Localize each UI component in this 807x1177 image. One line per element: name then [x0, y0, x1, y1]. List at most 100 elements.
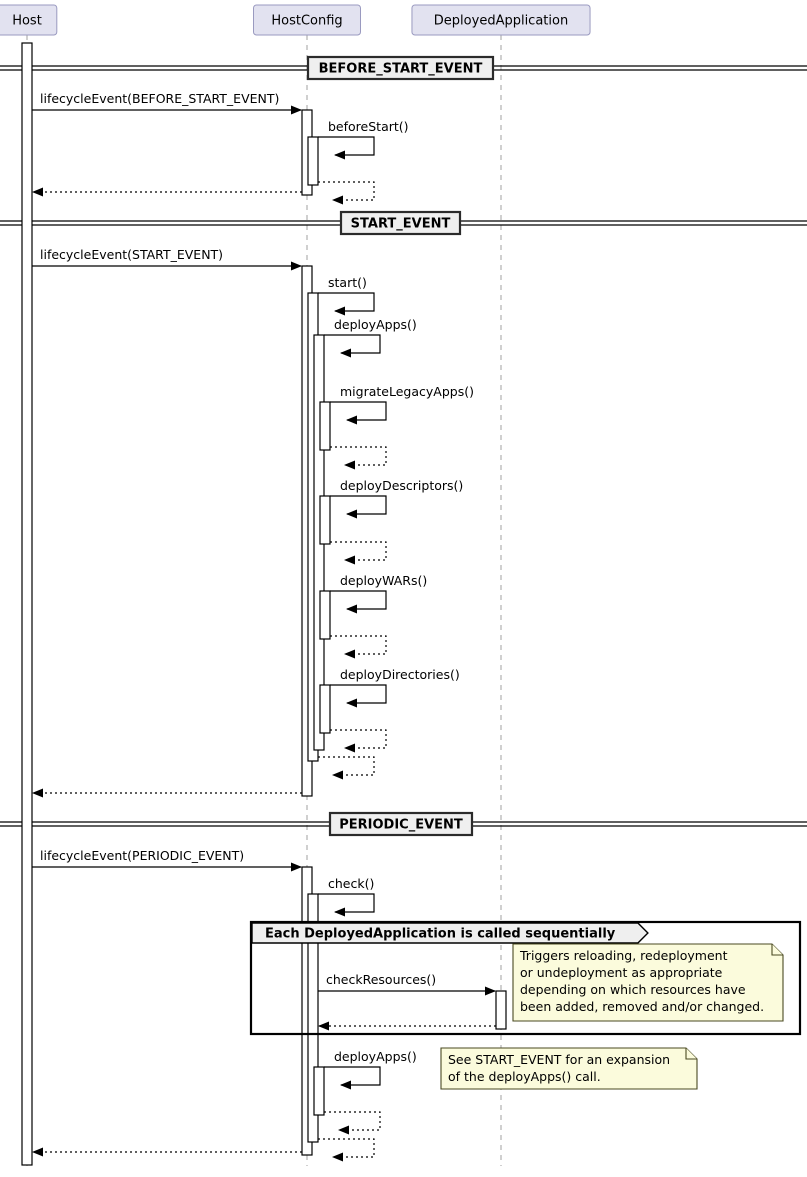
- message-label-17: lifecycleEvent(PERIODIC_EVENT): [40, 848, 244, 863]
- message-path-15: [318, 756, 375, 780]
- message-13: deployDirectories(): [330, 667, 460, 708]
- message-18: check(): [318, 876, 375, 917]
- note-deployapps-body: [440, 1047, 698, 1090]
- activation-host: [21, 42, 33, 1166]
- message-label-7: migrateLegacyApps(): [340, 384, 474, 399]
- group-frame-0: Each DeployedApplication is called seque…: [249, 920, 802, 1036]
- note-checkresources-fold: [771, 944, 783, 956]
- message-path-5: [318, 292, 375, 316]
- message-19: checkResources(): [318, 972, 496, 996]
- message-4: lifecycleEvent(START_EVENT): [32, 247, 302, 271]
- message-path-7: [330, 401, 387, 425]
- participant-label-hostconfig: HostConfig: [271, 14, 342, 29]
- divider-box-2: [328, 811, 474, 837]
- divider-label-2: PERIODIC_EVENT: [339, 818, 463, 833]
- message-path-14: [330, 729, 387, 753]
- activation-deployedapp-checkresources: [495, 990, 507, 1030]
- dividers-layer: BEFORE_START_EVENT START_EVENT PERIODIC_EV…: [0, 55, 807, 837]
- group-border-0: [249, 920, 802, 1036]
- message-label-6: deployApps(): [334, 317, 417, 332]
- groups-layer: Each DeployedApplication is called seque…: [249, 920, 802, 1036]
- note-checkresources-line-1: or undeployment as appropriate: [520, 965, 723, 980]
- message-path-18: [318, 893, 375, 917]
- note-checkresources: Triggers reloading, redeployment or undep…: [512, 943, 784, 1022]
- message-path-22: [324, 1111, 381, 1135]
- message-path-11: [330, 590, 387, 614]
- message-21: deployApps(): [324, 1049, 417, 1090]
- message-6: deployApps(): [324, 317, 417, 358]
- message-label-18: check(): [328, 876, 374, 891]
- divider-box-0: [306, 55, 495, 81]
- participant-label-deployedapp: DeployedApplication: [434, 14, 568, 29]
- message-path-10: [330, 541, 387, 565]
- message-path-13: [330, 684, 387, 708]
- message-label-19: checkResources(): [326, 972, 436, 987]
- participant-heads-layer: Host HostConfig DeployedApplication: [0, 4, 591, 36]
- note-checkresources-line-3: been added, removed and/or changed.: [520, 999, 764, 1014]
- message-5: start(): [318, 275, 375, 316]
- activation-hostconfig-check: [307, 893, 319, 1143]
- note-checkresources-body: [512, 943, 784, 1022]
- message-1: beforeStart(): [318, 119, 409, 160]
- message-label-1: beforeStart(): [328, 119, 409, 134]
- activation-hostconfig-deploywars: [319, 590, 331, 640]
- message-path-9: [330, 495, 387, 519]
- divider-0: BEFORE_START_EVENT: [0, 55, 807, 81]
- message-path-6: [324, 334, 381, 358]
- divider-1: START_EVENT: [0, 210, 807, 236]
- message-14: [330, 729, 387, 753]
- participant-hostconfig: HostConfig: [253, 4, 361, 36]
- message-12: [330, 635, 387, 659]
- message-label-9: deployDescriptors(): [340, 478, 463, 493]
- activation-hostconfig-deploydescriptors: [319, 495, 331, 545]
- message-label-4: lifecycleEvent(START_EVENT): [40, 247, 223, 262]
- message-9: deployDescriptors(): [330, 478, 463, 519]
- note-deployapps-line-0: See START_EVENT for an expansion: [448, 1052, 670, 1067]
- message-22: [324, 1111, 381, 1135]
- message-0: lifecycleEvent(BEFORE_START_EVENT): [32, 91, 302, 115]
- message-path-12: [330, 635, 387, 659]
- message-11: deployWARs(): [330, 573, 427, 614]
- message-17: lifecycleEvent(PERIODIC_EVENT): [32, 848, 302, 872]
- message-label-11: deployWARs(): [340, 573, 427, 588]
- message-23: [318, 1138, 375, 1162]
- activations-layer: [21, 42, 507, 1166]
- activation-hostconfig-deploydirectories: [319, 684, 331, 734]
- message-path-21: [324, 1066, 381, 1090]
- lifelines-layer: [26, 35, 502, 1166]
- message-path-2: [318, 181, 375, 205]
- note-deployapps-fold: [685, 1048, 697, 1060]
- message-label-13: deployDirectories(): [340, 667, 460, 682]
- note-checkresources-line-0: Triggers reloading, redeployment: [519, 948, 728, 963]
- note-checkresources-line-2: depending on which resources have: [520, 982, 746, 997]
- notes-layer: Triggers reloading, redeployment or undep…: [440, 943, 784, 1090]
- participant-host: Host: [0, 4, 58, 36]
- message-15: [318, 756, 375, 780]
- message-label-5: start(): [328, 275, 367, 290]
- message-8: [330, 446, 387, 470]
- message-label-21: deployApps(): [334, 1049, 417, 1064]
- message-path-23: [318, 1138, 375, 1162]
- activation-hostconfig-periodic-deployapps: [313, 1066, 325, 1116]
- participant-box-deployedapp[interactable]: [411, 4, 591, 36]
- divider-2: PERIODIC_EVENT: [0, 811, 807, 837]
- activation-hostconfig-migratelegacy: [319, 401, 331, 451]
- divider-box-1: [339, 210, 462, 236]
- message-path-8: [330, 446, 387, 470]
- divider-label-1: START_EVENT: [351, 217, 451, 232]
- participant-box-host[interactable]: [0, 4, 58, 36]
- participant-label-host: Host: [12, 14, 42, 29]
- divider-label-0: BEFORE_START_EVENT: [319, 62, 483, 77]
- message-7: migrateLegacyApps(): [330, 384, 474, 425]
- participant-box-hostconfig[interactable]: [253, 4, 361, 36]
- group-tab-label-0: Each DeployedApplication is called seque…: [265, 927, 616, 942]
- participant-deployedapp: DeployedApplication: [411, 4, 591, 36]
- message-10: [330, 541, 387, 565]
- activation-hostconfig-beforestart-self: [307, 136, 319, 186]
- group-tab-0: [251, 922, 649, 944]
- message-label-0: lifecycleEvent(BEFORE_START_EVENT): [40, 91, 279, 106]
- message-path-1: [318, 136, 375, 160]
